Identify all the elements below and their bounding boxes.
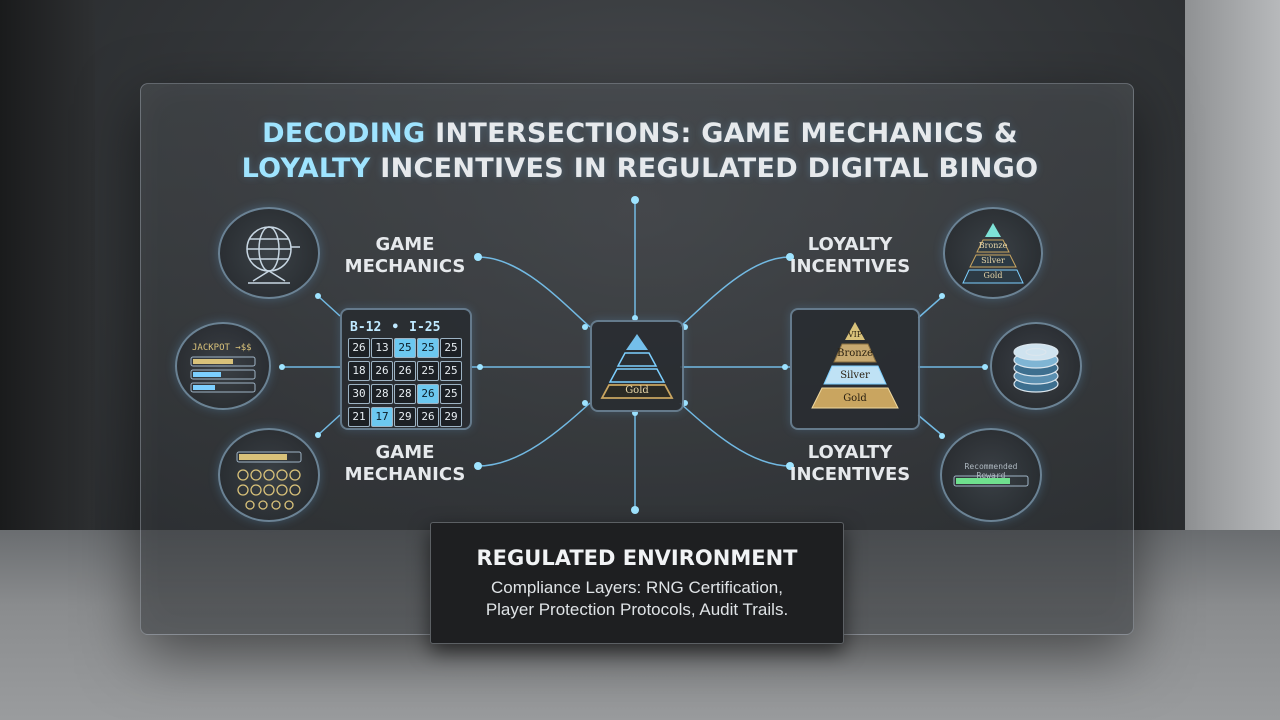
room-wall-left <box>0 0 95 580</box>
link-loyalty-bottom <box>679 402 791 467</box>
bingo-cell: 25 <box>440 338 462 358</box>
regulated-title: REGULATED ENVIRONMENT <box>476 546 798 570</box>
jackpot-label: JACKPOT →$$ <box>192 343 252 353</box>
bingo-cell: 25 <box>417 338 439 358</box>
reward-progress-label: Recommended Reward <box>964 462 1018 480</box>
link-globe-card <box>317 295 341 317</box>
regulated-environment-box: REGULATED ENVIRONMENT Compliance Layers:… <box>430 522 844 644</box>
tier-pyramid-box: VIP Bronze Silver Gold <box>790 308 920 430</box>
bingo-cell: 26 <box>394 361 416 381</box>
jackpot-bars-icon <box>190 356 256 393</box>
mini-gold-label: Gold <box>983 271 1003 280</box>
bingo-cell: 26 <box>417 384 439 404</box>
link-balls-card <box>317 414 341 436</box>
bingo-cell: 17 <box>371 407 393 427</box>
room-wall-right <box>1185 0 1280 545</box>
bingo-globe-node <box>218 207 320 299</box>
bingo-cell: 29 <box>394 407 416 427</box>
title-highlight-2: LOYALTY <box>241 153 371 184</box>
casino-chips-icon <box>1013 343 1059 393</box>
bingo-cell: 25 <box>394 338 416 358</box>
tier-gold-label: Gold <box>843 393 867 404</box>
mini-silver-label: Silver <box>981 256 1005 265</box>
bingo-cell: 30 <box>348 384 370 404</box>
reward-progress-node: Recommended Reward <box>940 428 1042 522</box>
link-loyalty-top <box>679 256 791 328</box>
jackpot-meter-node: JACKPOT →$$ <box>175 322 271 410</box>
bingo-cell: 25 <box>440 361 462 381</box>
regulated-line-1: Compliance Layers: RNG Certification, <box>491 578 783 597</box>
title-rest-2: INCENTIVES IN REGULATED DIGITAL BINGO <box>370 153 1039 184</box>
title-rest-1: INTERSECTIONS: GAME MECHANICS & <box>425 118 1018 149</box>
bingo-cell: 21 <box>348 407 370 427</box>
tier-bronze-label: Bronze <box>837 348 873 359</box>
bingo-cell: 26 <box>348 338 370 358</box>
tier-vip-label: VIP <box>847 330 863 339</box>
bingo-cell: 25 <box>440 384 462 404</box>
title-highlight-1: DECODING <box>262 118 426 149</box>
bingo-cell: 13 <box>371 338 393 358</box>
tier-silver-label: Silver <box>840 370 870 381</box>
bingo-cell: 25 <box>417 361 439 381</box>
tier-pyramid-icon <box>811 322 899 409</box>
mini-pyramid-node: Bronze Silver Gold <box>943 207 1043 299</box>
regulated-description: Compliance Layers: RNG Certification, Pl… <box>431 577 843 621</box>
link-tier-progress <box>917 414 944 437</box>
bingo-card-header: B-12•I-25 <box>350 320 441 335</box>
center-pyramid-icon <box>600 334 674 399</box>
reward-progress-bar <box>953 475 1029 487</box>
link-game-bottom <box>477 402 591 467</box>
loyalty-chips-node <box>990 322 1082 410</box>
number-balls-node <box>218 428 320 522</box>
center-tier-box: Gold <box>590 320 684 412</box>
diagram-title: DECODING INTERSECTIONS: GAME MECHANICS &… <box>0 116 1280 186</box>
bingo-cell: 28 <box>371 384 393 404</box>
bingo-cell: 26 <box>417 407 439 427</box>
bingo-cell: 29 <box>440 407 462 427</box>
bingo-globe-icon <box>246 226 300 284</box>
bingo-cell: 26 <box>371 361 393 381</box>
link-game-top <box>477 256 591 328</box>
link-tier-mini <box>917 295 944 319</box>
regulated-line-2: Player Protection Protocols, Audit Trail… <box>485 600 789 619</box>
mini-bronze-label: Bronze <box>978 241 1008 250</box>
bingo-cell: 18 <box>348 361 370 381</box>
number-balls-icon <box>236 451 302 510</box>
center-pyramid-gold-label: Gold <box>625 385 649 396</box>
bingo-cell: 28 <box>394 384 416 404</box>
mini-pyramid-icon <box>962 223 1024 284</box>
